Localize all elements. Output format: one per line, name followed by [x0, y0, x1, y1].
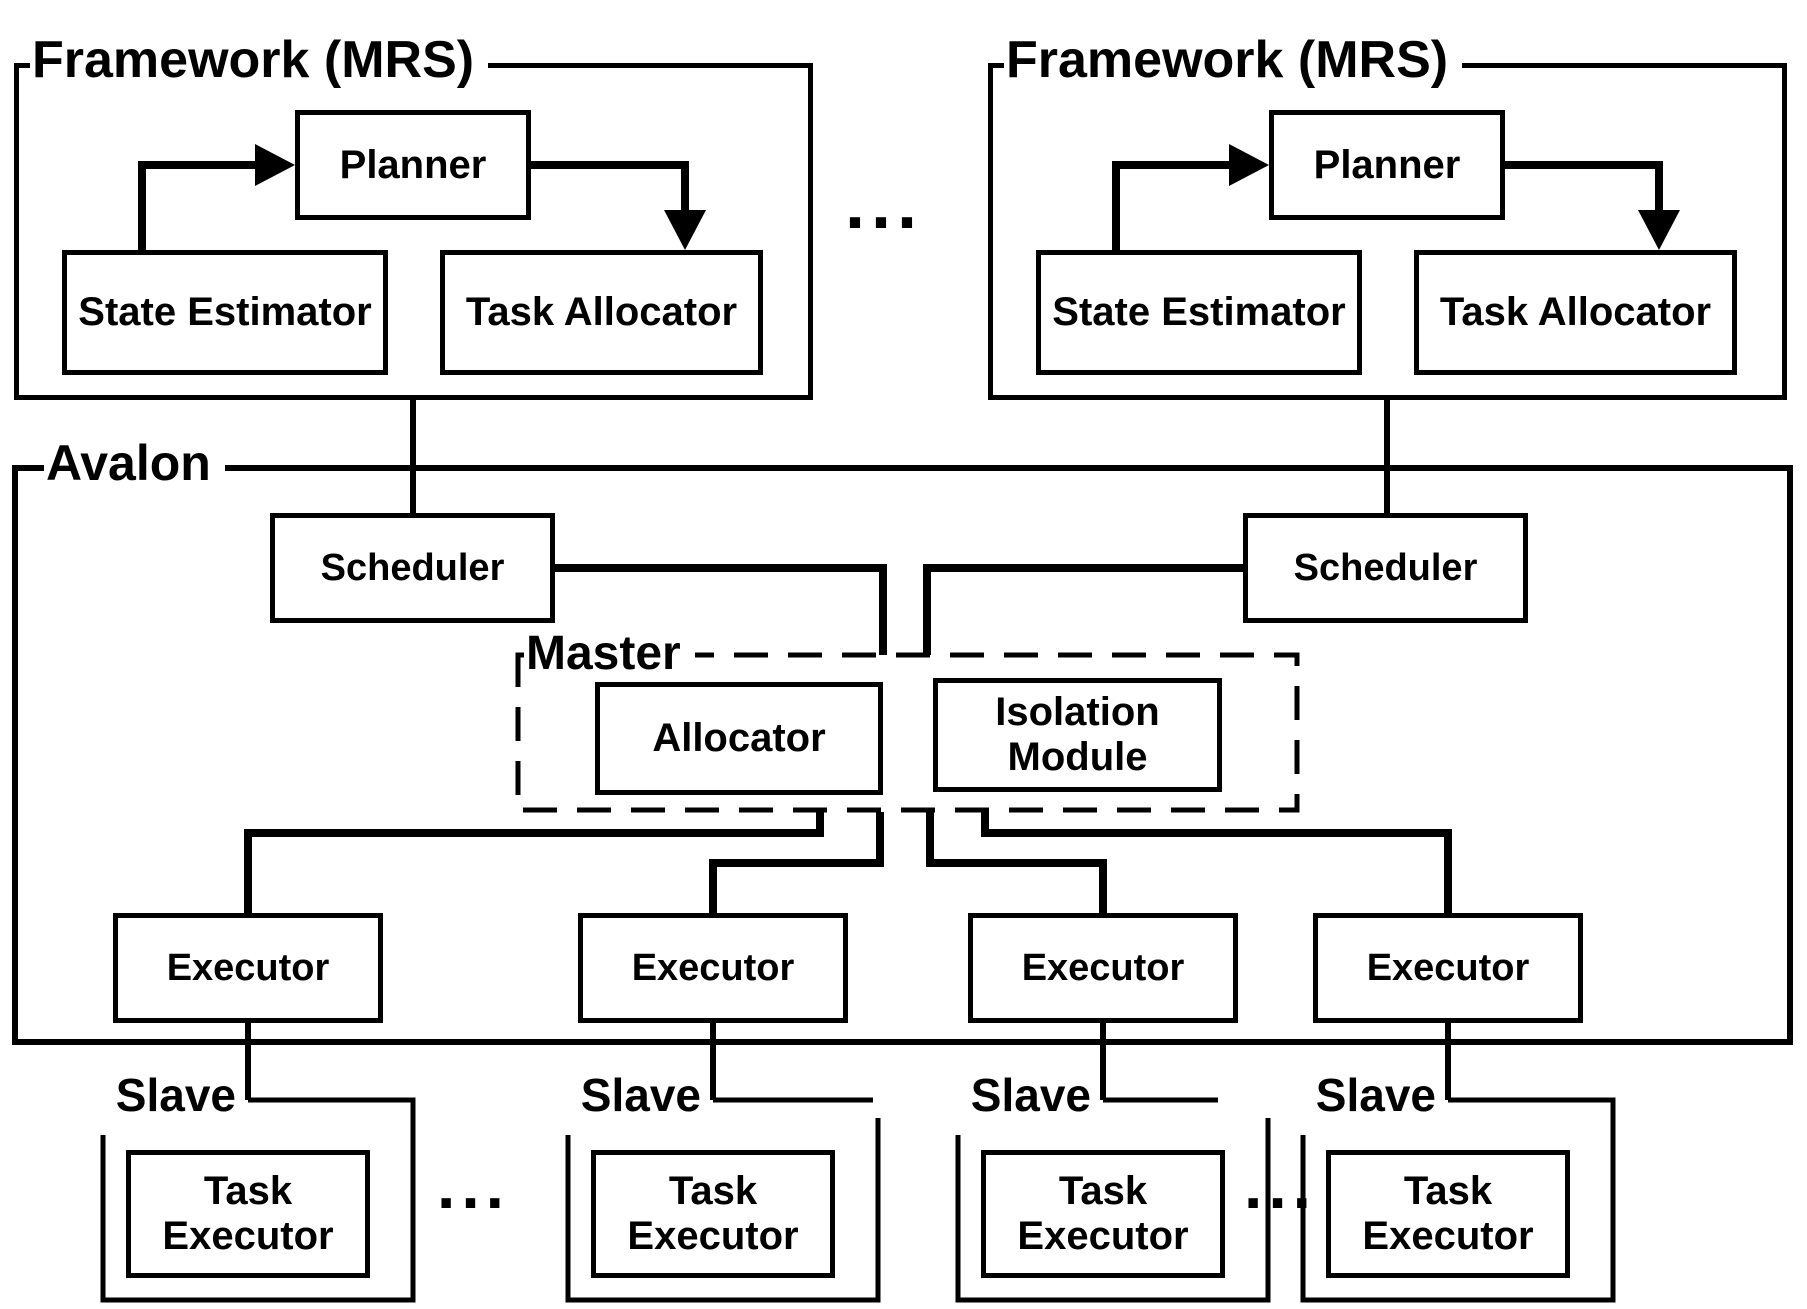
- arrowhead-into-task-allocator-2: [1638, 210, 1680, 250]
- state-estimator1-box: State Estimator: [62, 250, 388, 375]
- slave2-label: Slave: [483, 1072, 701, 1118]
- slaves-ellipsis-right: ...: [1244, 1148, 1318, 1222]
- avalon-group-box: [12, 465, 1793, 1045]
- line-master-to-executor3: [926, 812, 1107, 913]
- slave3-label: Slave: [873, 1072, 1091, 1118]
- arrow-line-planner-to-task-allocator-2: [1505, 161, 1663, 228]
- slave2-frame: [565, 1097, 881, 1303]
- master-label: Master: [524, 628, 695, 680]
- arrowhead-into-planner-1: [255, 144, 295, 186]
- arrow-line-state-estimator-to-planner-2: [1112, 161, 1245, 252]
- task-executor4-box: Task Executor: [1326, 1150, 1570, 1278]
- avalon-label: Avalon: [44, 436, 225, 490]
- task-executor3-box: Task Executor: [981, 1150, 1225, 1278]
- line-scheduler1-to-master: [555, 564, 887, 655]
- task-executor2-box: Task Executor: [591, 1150, 835, 1278]
- task-allocator2-box: Task Allocator: [1414, 250, 1737, 375]
- slave1-frame: [100, 1097, 416, 1303]
- arrowhead-into-task-allocator-1: [664, 210, 706, 250]
- framework2-label: Framework (MRS): [1004, 32, 1463, 88]
- executor2-box: Executor: [578, 913, 848, 1023]
- allocator-box: Allocator: [595, 682, 883, 795]
- framework1-label: Framework (MRS): [30, 32, 489, 88]
- planner2-box: Planner: [1269, 110, 1505, 220]
- slave4-frame: [1300, 1097, 1616, 1303]
- slave4-label: Slave: [1218, 1072, 1436, 1118]
- line-scheduler2-to-master: [923, 564, 1243, 655]
- planner1-box: Planner: [295, 110, 531, 220]
- slave1-label: Slave: [18, 1072, 236, 1118]
- line-master-to-executor1: [244, 812, 824, 913]
- line-master-to-executor2: [709, 812, 884, 913]
- executor4-box: Executor: [1313, 913, 1583, 1023]
- isolation-module-box: Isolation Module: [933, 678, 1222, 792]
- task-allocator1-box: Task Allocator: [440, 250, 763, 375]
- line-master-to-executor4: [981, 812, 1452, 913]
- executor3-box: Executor: [968, 913, 1238, 1023]
- master-dashed-border: [515, 652, 1300, 813]
- scheduler2-box: Scheduler: [1243, 513, 1528, 623]
- arrow-line-state-estimator-to-planner-1: [138, 161, 271, 252]
- state-estimator2-box: State Estimator: [1036, 250, 1362, 375]
- slave3-frame: [955, 1097, 1271, 1303]
- executor1-box: Executor: [113, 913, 383, 1023]
- arrow-line-planner-to-task-allocator-1: [531, 161, 689, 228]
- scheduler1-box: Scheduler: [270, 513, 555, 623]
- task-executor1-box: Task Executor: [126, 1150, 370, 1278]
- slaves-ellipsis-left: ...: [437, 1148, 511, 1222]
- arrowhead-into-planner-2: [1229, 144, 1269, 186]
- frameworks-ellipsis: ...: [845, 164, 924, 244]
